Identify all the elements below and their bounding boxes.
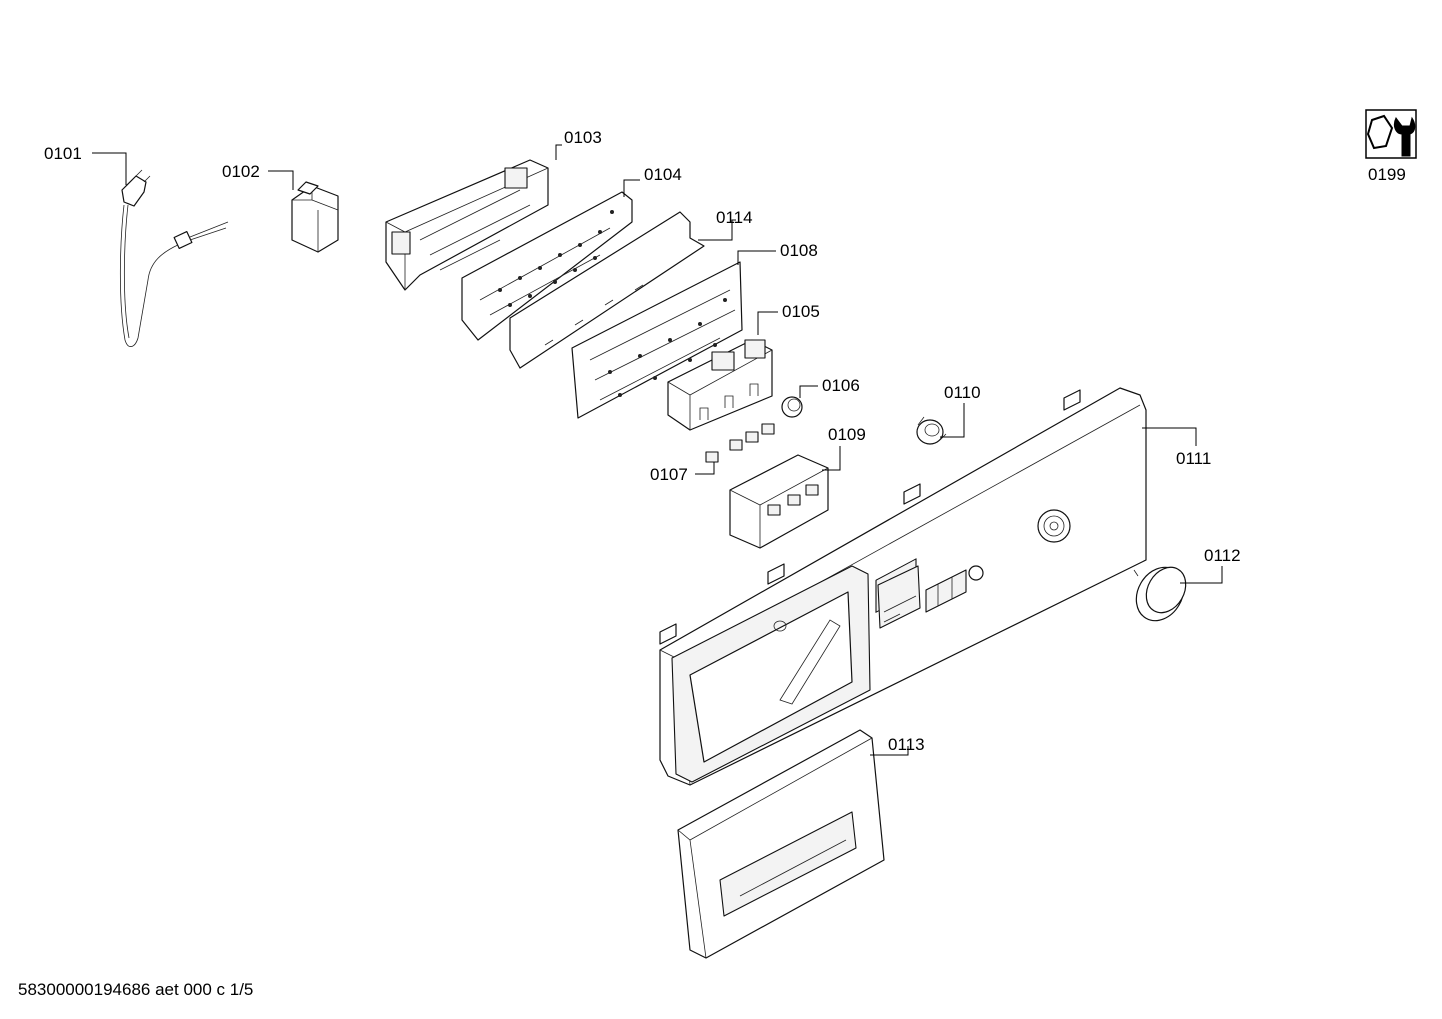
part-label-0103: 0103 [564, 128, 602, 147]
leader-0112: 0112 [1180, 546, 1241, 584]
part-label-0109: 0109 [828, 425, 866, 444]
leader-0113: 0113 [870, 735, 925, 756]
leader-0104: 0104 [623, 165, 682, 197]
service-tool-icon[interactable] [1365, 109, 1417, 159]
leader-0105: 0105 [757, 302, 820, 335]
part-0109-switch-carrier[interactable] [729, 454, 829, 549]
part-0110-knob-adapter[interactable] [916, 416, 947, 445]
part-label-0105: 0105 [782, 302, 820, 321]
part-label-0104: 0104 [644, 165, 682, 184]
part-label-0112: 0112 [1204, 546, 1241, 565]
part-0105-button-holder[interactable] [667, 339, 773, 431]
leader-0109: 0109 [822, 425, 866, 471]
leader-0102: 0102 [222, 162, 294, 190]
part-0102-capacitor[interactable] [291, 181, 339, 253]
part-label-0108: 0108 [780, 241, 818, 260]
part-0108-display-board[interactable] [571, 261, 743, 419]
leader-0108: 0108 [737, 241, 818, 265]
part-0113-dispenser-handle[interactable] [677, 729, 885, 959]
part-0114-insulation-sheet[interactable] [509, 211, 705, 369]
part-label-0110: 0110 [944, 383, 981, 402]
part-label-0113: 0113 [888, 735, 925, 754]
leader-0114: 0114 [698, 208, 753, 241]
leader-0107: 0107 [650, 462, 715, 484]
part-0103-module-housing[interactable] [385, 159, 549, 291]
leader-0106: 0106 [799, 376, 860, 398]
leader-0110: 0110 [940, 383, 981, 438]
part-0106-round-button[interactable] [781, 396, 803, 418]
leader-0103: 0103 [555, 128, 602, 160]
part-label-0102: 0102 [222, 162, 260, 181]
drawing-code: 58300000194686 aet 000 c 1/5 [18, 980, 254, 999]
part-label-0101: 0101 [44, 144, 82, 163]
part-label-0111: 0111 [1176, 449, 1211, 468]
part-0104-control-board[interactable] [461, 191, 633, 341]
leader-0101: 0101 [44, 144, 127, 185]
part-0111-control-panel[interactable] [659, 387, 1147, 786]
leader-0111: 0111 [1142, 427, 1211, 468]
part-label-0106: 0106 [822, 376, 860, 395]
part-0107-push-buttons[interactable] [705, 423, 775, 463]
part-label-0107: 0107 [650, 465, 688, 484]
part-0112-selector-knob[interactable] [1127, 559, 1194, 629]
part-0101-power-cord[interactable] [119, 169, 229, 347]
part-label-0114: 0114 [716, 208, 753, 227]
service-icon-label: 0199 [1368, 165, 1406, 184]
